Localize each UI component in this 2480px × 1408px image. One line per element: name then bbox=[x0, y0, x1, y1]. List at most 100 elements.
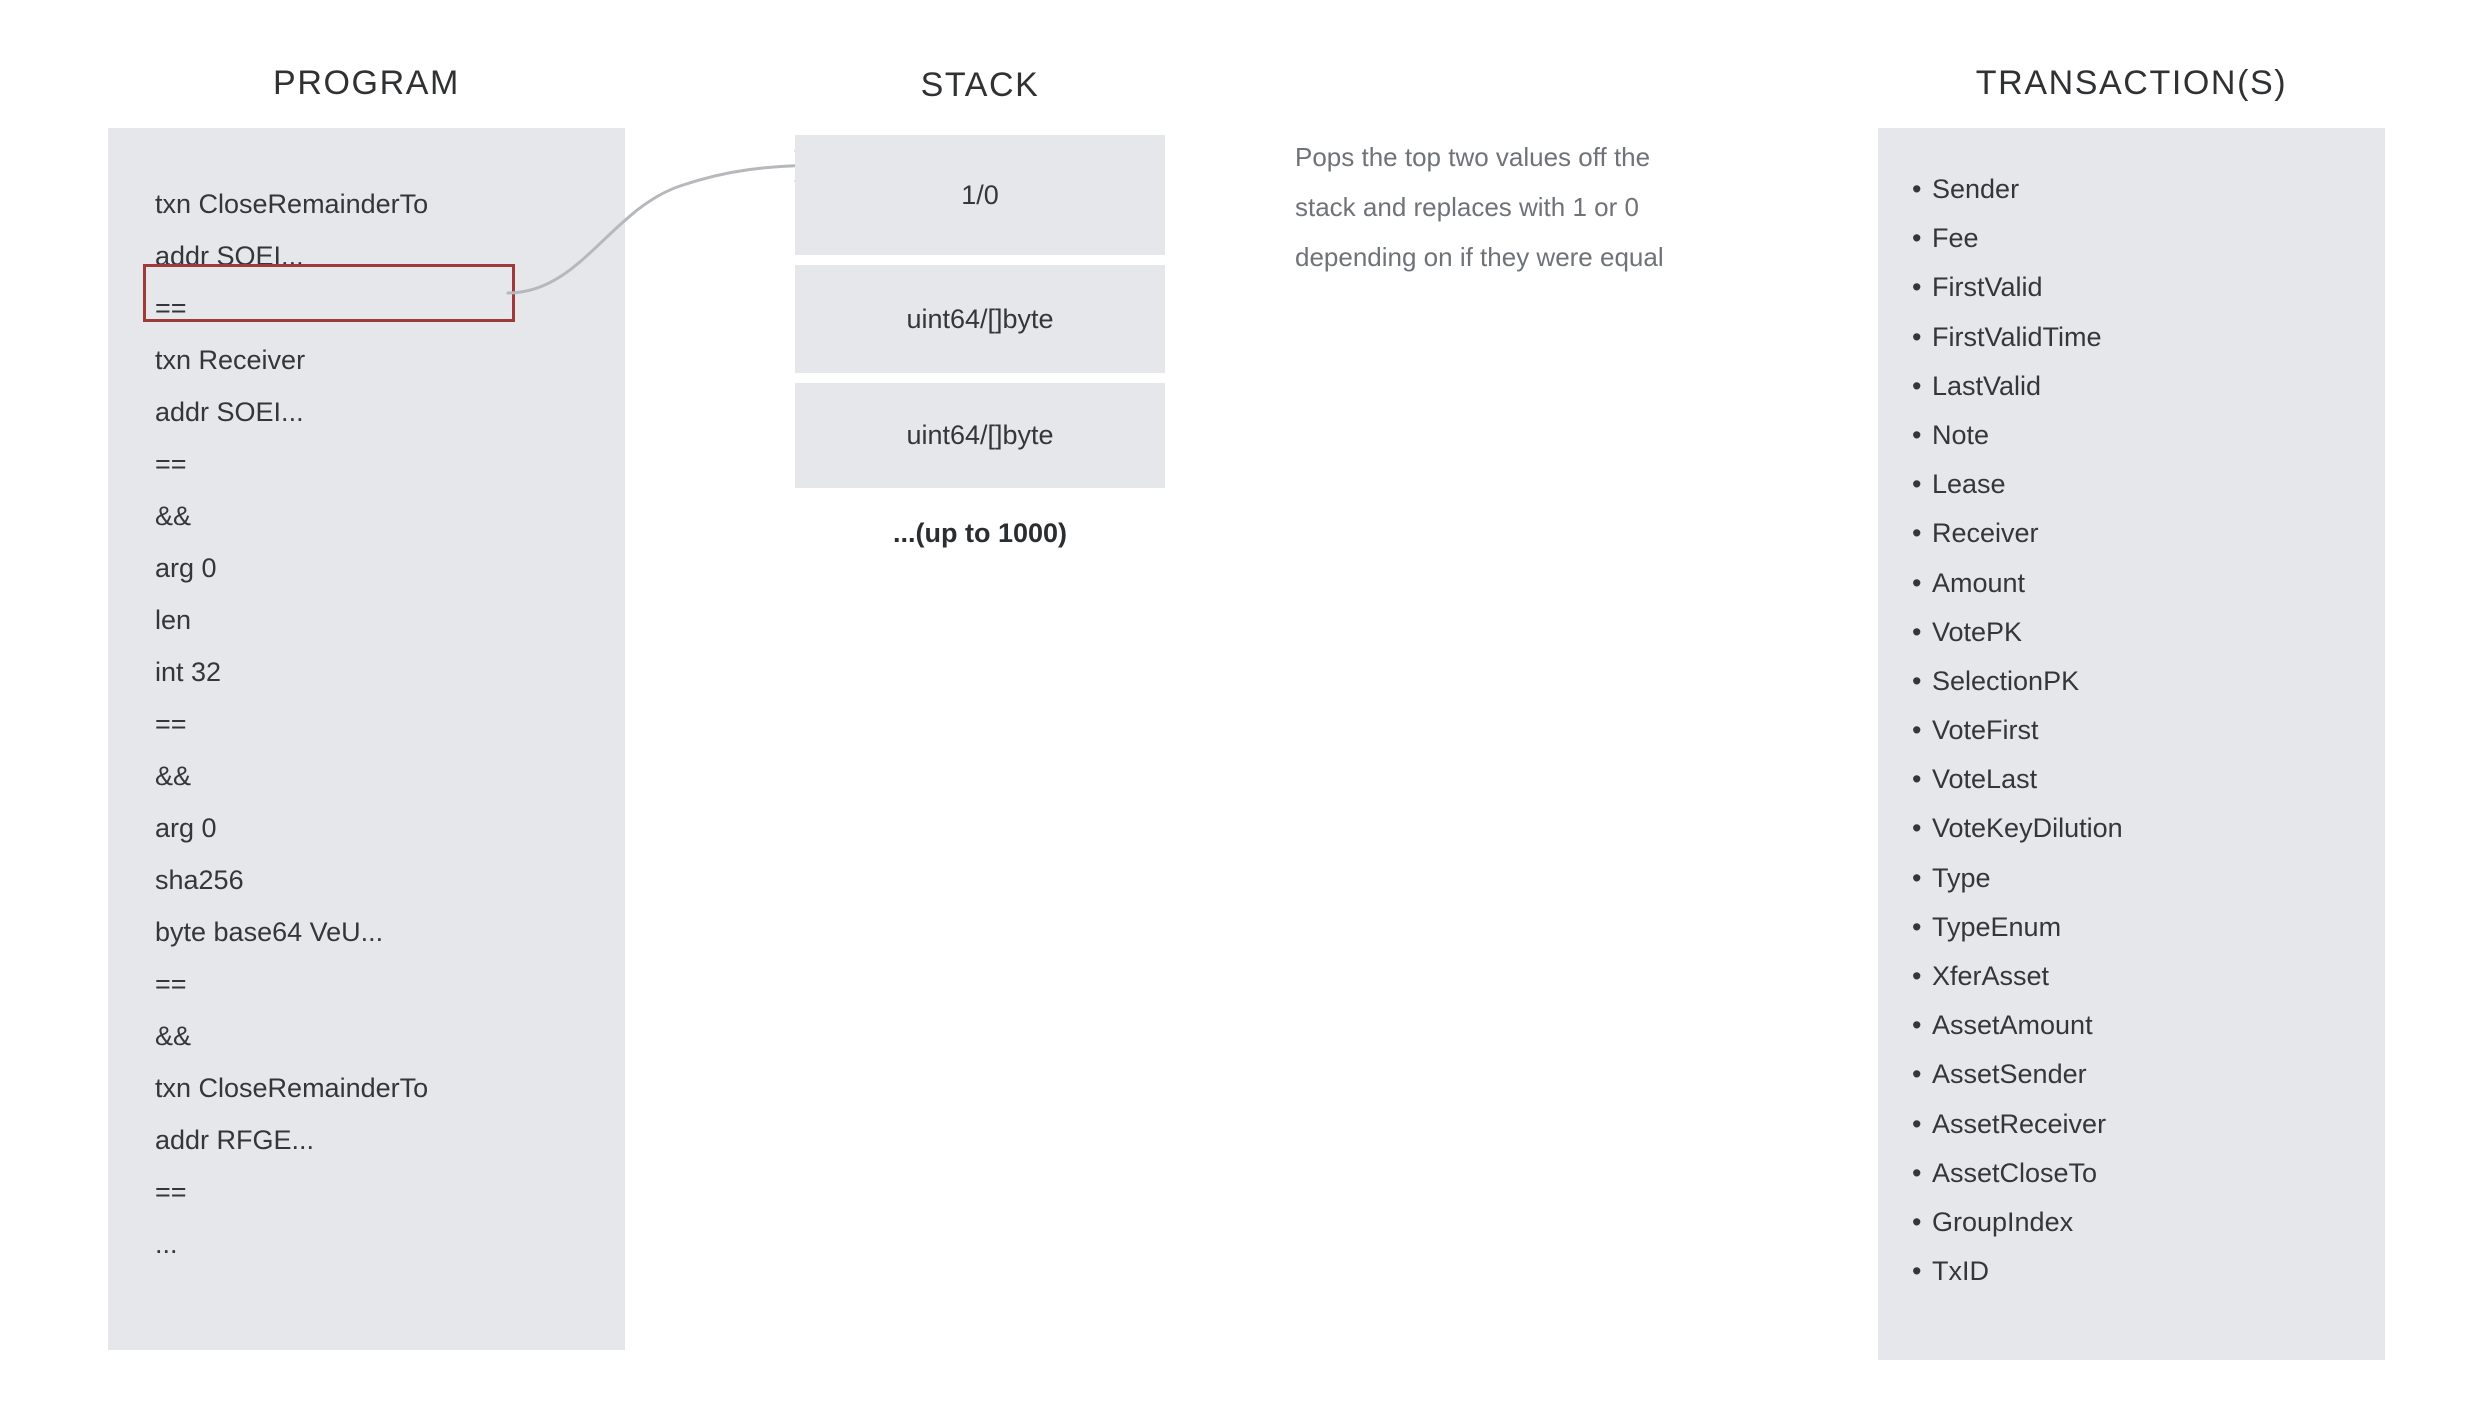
transaction-field-label: AssetAmount bbox=[1932, 1010, 2093, 1041]
program-line[interactable]: == bbox=[155, 969, 187, 999]
program-line[interactable]: addr SOEI... bbox=[155, 397, 304, 427]
transaction-field-item: • AssetAmount bbox=[1912, 1001, 2362, 1050]
bullet-icon: • bbox=[1912, 469, 1922, 500]
transaction-field-label: FirstValidTime bbox=[1932, 321, 2102, 352]
transaction-field-item: • FirstValidTime bbox=[1912, 313, 2362, 362]
transaction-field-item: •Type bbox=[1912, 854, 2362, 903]
bullet-icon: • bbox=[1912, 911, 1922, 942]
transaction-field-item: • VoteLast bbox=[1912, 755, 2362, 804]
transaction-field-label: FirstValid bbox=[1932, 272, 2043, 303]
bullet-icon: • bbox=[1912, 321, 1922, 352]
transaction-field-label: Lease bbox=[1932, 469, 2006, 500]
program-line[interactable]: && bbox=[155, 1021, 192, 1051]
transaction-field-label: Type bbox=[1932, 862, 1991, 893]
bullet-icon: • bbox=[1912, 616, 1922, 647]
transaction-field-label: TxID bbox=[1932, 1256, 1989, 1287]
program-line[interactable]: arg 0 bbox=[155, 553, 217, 583]
program-line[interactable]: arg 0 bbox=[155, 813, 217, 843]
transaction-field-item: • AssetCloseTo bbox=[1912, 1149, 2362, 1198]
stack-overflow-label: ...(up to 1000) bbox=[892, 518, 1068, 548]
transaction-field-item: •Amount bbox=[1912, 559, 2362, 608]
transaction-panel bbox=[1878, 128, 2385, 1360]
bullet-icon: • bbox=[1912, 174, 1922, 204]
program-line[interactable]: ... bbox=[155, 1229, 178, 1259]
bullet-icon: • bbox=[1912, 223, 1922, 254]
transaction-field-item: • Note bbox=[1912, 411, 2362, 460]
program-line[interactable]: int 32 bbox=[155, 657, 222, 687]
transaction-field-item: • AssetSender bbox=[1912, 1050, 2362, 1099]
annotation-line: depending on if they were equal bbox=[1295, 242, 1664, 272]
transaction-field-item: • FirstValid bbox=[1912, 263, 2362, 312]
transaction-field-item: • XferAsset bbox=[1912, 952, 2362, 1001]
transaction-field-item: • VoteKeyDilution bbox=[1912, 804, 2362, 853]
bullet-icon: • bbox=[1912, 665, 1922, 696]
program-line[interactable]: addr SOEI... bbox=[155, 241, 304, 271]
transaction-field-item: • AssetReceiver bbox=[1912, 1100, 2362, 1149]
transaction-field-item: • LastValid bbox=[1912, 362, 2362, 411]
transaction-field-item: • TxID bbox=[1912, 1247, 2362, 1296]
transaction-field-label: VoteLast bbox=[1932, 764, 2038, 795]
bullet-icon: • bbox=[1912, 961, 1922, 991]
transaction-field-item: • SelectionPK bbox=[1912, 657, 2362, 706]
program-line[interactable]: len bbox=[155, 605, 192, 635]
transaction-field-item: • TypeEnum bbox=[1912, 903, 2362, 952]
transaction-field-label: XferAsset bbox=[1932, 961, 2050, 991]
program-line[interactable]: addr RFGE... bbox=[155, 1125, 315, 1155]
program-line[interactable]: txn CloseRemainderTo bbox=[155, 1073, 429, 1103]
transaction-field-label: Note bbox=[1932, 419, 1990, 450]
program-line[interactable]: byte base64 VeU... bbox=[155, 917, 384, 947]
bullet-icon: • bbox=[1912, 1010, 1922, 1041]
annotation-line: stack and replaces with 1 or 0 bbox=[1295, 192, 1639, 222]
stack-column-header: STACK bbox=[920, 66, 1040, 104]
transaction-field-label: GroupIndex bbox=[1932, 1206, 2074, 1237]
transaction-field-label: LastValid bbox=[1932, 370, 2042, 401]
transaction-field-item: • Sender bbox=[1912, 165, 2362, 214]
stack-cell: uint64/[]byte bbox=[795, 265, 1165, 373]
transaction-field-item: • Receiver bbox=[1912, 509, 2362, 558]
program-line[interactable]: && bbox=[155, 501, 192, 531]
program-line[interactable]: && bbox=[155, 761, 192, 791]
transaction-field-label: VotePK bbox=[1932, 616, 2023, 647]
bullet-icon: • bbox=[1912, 272, 1922, 303]
transaction-field-item: • Lease bbox=[1912, 460, 2362, 509]
bullet-icon: • bbox=[1912, 813, 1922, 844]
stack-cell-top: 1/0 bbox=[795, 135, 1165, 255]
program-line[interactable]: == bbox=[155, 449, 187, 479]
annotation-text: Pops the top two values off the stack and… bbox=[1295, 132, 1785, 282]
bullet-icon: • bbox=[1912, 419, 1922, 450]
bullet-icon: • bbox=[1912, 518, 1922, 549]
transaction-field-item: • VotePK bbox=[1912, 608, 2362, 657]
program-line[interactable]: sha256 bbox=[155, 865, 244, 895]
transaction-field-label: VoteKeyDilution bbox=[1932, 813, 2123, 844]
program-panel bbox=[108, 128, 625, 1350]
transaction-field-label: AssetSender bbox=[1932, 1059, 2087, 1090]
bullet-icon: • bbox=[1912, 1059, 1922, 1090]
program-line[interactable]: txn Receiver bbox=[155, 345, 306, 375]
bullet-icon: • bbox=[1912, 715, 1922, 746]
program-column-header: PROGRAM bbox=[273, 64, 460, 102]
bullet-icon: • bbox=[1912, 1108, 1922, 1139]
transaction-field-item: • Fee bbox=[1912, 214, 2362, 263]
transaction-field-item: •GroupIndex bbox=[1912, 1198, 2362, 1247]
bullet-icon: • bbox=[1912, 1157, 1922, 1188]
transaction-field-label: Sender bbox=[1932, 174, 2020, 204]
transaction-field-list: • Sender • Fee • FirstValid • FirstValidTime • La… bbox=[1912, 165, 2362, 1296]
program-line[interactable]: txn CloseRemainderTo bbox=[155, 189, 429, 219]
program-line[interactable]: == bbox=[155, 1177, 187, 1207]
transaction-column-header: TRANSACTION(S) bbox=[1975, 64, 2288, 102]
transaction-field-label: SelectionPK bbox=[1932, 665, 2080, 696]
bullet-icon: • bbox=[1912, 1256, 1922, 1287]
annotation-line: Pops the top two values off the bbox=[1295, 142, 1651, 172]
transaction-field-item: •VoteFirst bbox=[1912, 706, 2362, 755]
program-instruction-list: txn CloseRemainderTo addr SOEI... == txn Re… bbox=[155, 178, 585, 1270]
transaction-field-label: AssetCloseTo bbox=[1932, 1157, 2098, 1188]
program-line-selected[interactable]: == bbox=[155, 293, 187, 323]
bullet-icon: • bbox=[1912, 567, 1922, 598]
bullet-icon: • bbox=[1912, 370, 1922, 401]
transaction-field-label: Fee bbox=[1932, 223, 1979, 254]
transaction-field-label: TypeEnum bbox=[1932, 911, 2062, 942]
bullet-icon: • bbox=[1912, 764, 1922, 795]
transaction-field-label: AssetReceiver bbox=[1932, 1108, 2107, 1139]
program-line[interactable]: == bbox=[155, 709, 187, 739]
transaction-field-label: Receiver bbox=[1932, 518, 2039, 549]
